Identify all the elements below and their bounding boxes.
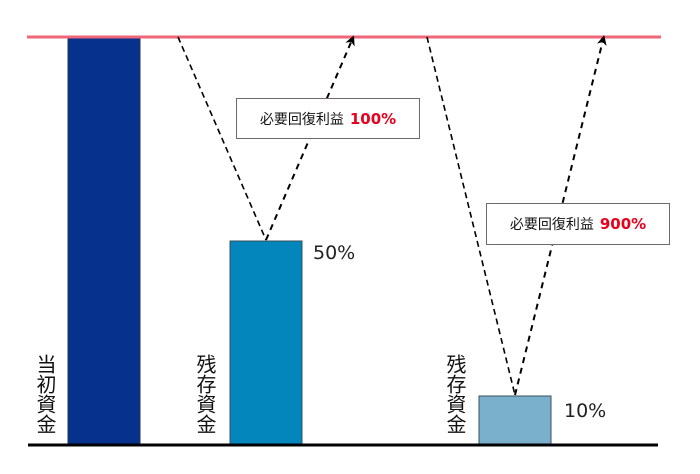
pct-label-10: 10% — [564, 400, 607, 422]
bar-initial-capital — [67, 36, 141, 446]
callout-text: 必要回復利益 — [259, 111, 344, 128]
drop-line-2 — [426, 36, 516, 396]
callout-value: 900% — [599, 215, 647, 233]
recovery-arrow-2 — [514, 35, 607, 396]
bar-remaining-10 — [478, 395, 552, 446]
callout-recovery-900: 必要回復利益 900% — [486, 203, 670, 245]
bar-label-remaining-1: 残存資金 — [193, 354, 217, 434]
callout-text: 必要回復利益 — [509, 217, 594, 233]
bar-remaining-50 — [229, 240, 303, 446]
pct-label-50: 50% — [313, 242, 356, 264]
bar-label-remaining-2: 残存資金 — [443, 354, 467, 434]
drop-line-1 — [177, 36, 267, 241]
bar-label-initial: 当初資金 — [33, 354, 57, 434]
callout-recovery-100: 必要回復利益 100% — [236, 98, 420, 139]
callout-value: 100% — [349, 109, 397, 128]
recovery-arrow-1 — [265, 35, 355, 241]
